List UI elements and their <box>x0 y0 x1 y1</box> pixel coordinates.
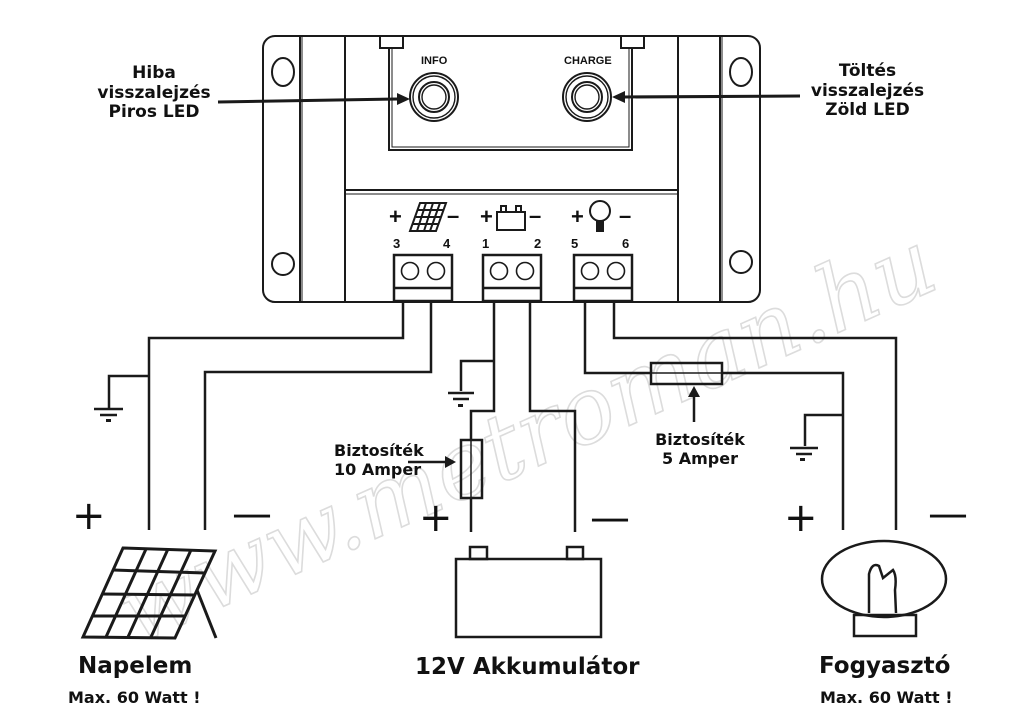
battery-minus-mark: — <box>590 495 630 541</box>
mount-hole-top-left <box>271 57 295 87</box>
terminal-block-load <box>572 253 634 303</box>
callout-arrow-right <box>623 94 801 99</box>
fuse-10a-label: Biztosíték 10 Amper <box>334 441 424 479</box>
callout-error-line2: visszalejzés <box>97 82 211 103</box>
arrow-icon <box>688 386 700 397</box>
terminal-5: 5 <box>571 236 579 251</box>
info-led-label: INFO <box>421 55 448 67</box>
callout-charge-line1: Töltés <box>838 61 897 81</box>
battery-icon <box>496 205 526 231</box>
charge-led-label: CHARGE <box>564 55 612 67</box>
load-plus: + <box>571 204 584 229</box>
terminal-2: 2 <box>534 236 542 251</box>
controller-body <box>262 35 761 303</box>
mount-hole-top-right <box>729 57 753 87</box>
load-bulb <box>820 539 948 638</box>
battery-name: 12V Akkumulátor <box>415 654 640 680</box>
callout-charge-line3: Zöld LED <box>825 100 910 121</box>
solar-plus: + <box>389 204 402 229</box>
fuse-5a-label: Biztosíték 5 Amper <box>650 430 750 468</box>
fuse-5a-line2: 5 Amper <box>662 449 738 469</box>
load-minus: – <box>619 203 632 228</box>
wire-load-negative <box>612 301 898 530</box>
wire-battery-negative <box>528 301 577 532</box>
ground-icon <box>94 407 123 422</box>
battery <box>454 545 603 639</box>
bulb-icon <box>589 200 611 232</box>
terminal-6: 6 <box>622 236 630 251</box>
wire-solar-ground <box>107 374 149 408</box>
ground-icon <box>790 446 818 461</box>
mount-hole-bottom-left <box>271 252 295 276</box>
solar-note: Max. 60 Watt ! <box>68 688 201 707</box>
battery-minus: – <box>529 203 542 228</box>
callout-error-led: Hiba visszalejzés Piros LED <box>88 63 220 123</box>
terminal-1: 1 <box>482 236 490 251</box>
battery-plus-mark: + <box>419 495 453 541</box>
callout-error-line3: Piros LED <box>108 102 200 123</box>
solar-minus: – <box>447 203 460 228</box>
callout-error-line1: Hiba <box>132 63 176 83</box>
wire-battery-positive <box>469 301 496 440</box>
wire-solar-positive <box>147 301 405 530</box>
terminal-block-battery <box>481 253 543 303</box>
fuse-5a-line1: Biztosíték <box>655 430 745 449</box>
solar-panel <box>80 546 218 640</box>
fuse-10a-line2: 10 Amper <box>334 460 422 480</box>
wire-load-ground <box>803 413 843 446</box>
battery-plus: + <box>480 204 493 229</box>
arrow-icon <box>445 456 456 468</box>
solar-minus-mark: — <box>232 491 272 537</box>
wire-battery-ground <box>459 359 494 391</box>
solar-plus-mark: + <box>72 493 106 539</box>
led-charge <box>562 72 612 122</box>
wire-solar-negative <box>203 301 433 530</box>
load-name: Fogyasztó <box>819 653 951 679</box>
terminal-3: 3 <box>393 236 401 251</box>
solar-name: Napelem <box>78 653 193 679</box>
callout-charge-led: Töltés visszalejzés Zöld LED <box>800 61 935 121</box>
load-minus-mark: — <box>928 491 968 537</box>
clip-right <box>620 35 645 49</box>
load-plus-mark: + <box>784 495 818 541</box>
load-note: Max. 60 Watt ! <box>820 688 953 707</box>
callout-charge-line2: visszalejzés <box>810 80 925 101</box>
terminal-4: 4 <box>443 236 451 251</box>
terminal-block-solar <box>392 253 454 303</box>
clip-left <box>379 35 404 49</box>
ground-icon <box>448 391 474 407</box>
wire-load-positive <box>583 301 651 375</box>
fuse-10a-line1: Biztosíték <box>334 441 424 460</box>
solar-panel-icon <box>408 202 448 232</box>
led-info <box>409 72 459 122</box>
callout-arrow-left <box>217 97 399 104</box>
mount-hole-bottom-right <box>729 250 753 274</box>
